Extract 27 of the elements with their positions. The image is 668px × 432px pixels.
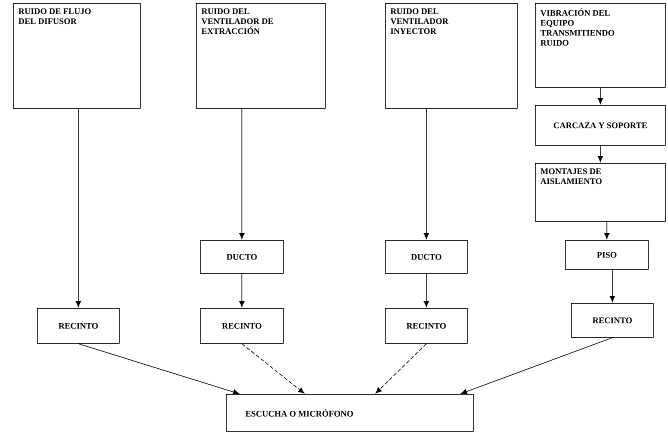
arrow [78, 343, 240, 395]
process-box: ESCUCHA O MICRÓFONO [226, 394, 474, 432]
arrow [424, 108, 430, 240]
process-box: RECINTO [571, 303, 654, 338]
process-box: RUIDO DEL VENTILADOR DE EXTRACCIÓN [196, 3, 326, 109]
process-box: VIBRACIÓN DEL EQUIPO TRANSMITIENDO RUIDO [535, 3, 666, 88]
arrow [242, 343, 304, 394]
arrow [460, 337, 613, 394]
process-box: DUCTO [200, 240, 284, 274]
process-box: RECINTO [37, 308, 120, 344]
process-box: RUIDO DEL VENTILADOR INYECTOR [385, 3, 518, 109]
arrow [376, 343, 427, 394]
process-box: DUCTO [385, 240, 468, 274]
process-box: CARCAZA Y SOPORTE [535, 105, 666, 146]
process-box: RUIDO DE FLUJO DEL DIFUSOR [13, 3, 141, 109]
arrow [598, 87, 604, 104]
arrow [604, 221, 610, 240]
arrow [424, 273, 430, 308]
arrow [239, 108, 245, 240]
process-box: PISO [565, 240, 649, 270]
arrow [598, 145, 604, 162]
process-box: RECINTO [200, 308, 284, 344]
process-box: MONTAJES DE AISLAMIENTO [535, 163, 666, 222]
arrow [610, 269, 616, 302]
arrow [76, 108, 82, 308]
process-box: RECINTO [385, 308, 468, 344]
arrow [239, 273, 245, 308]
